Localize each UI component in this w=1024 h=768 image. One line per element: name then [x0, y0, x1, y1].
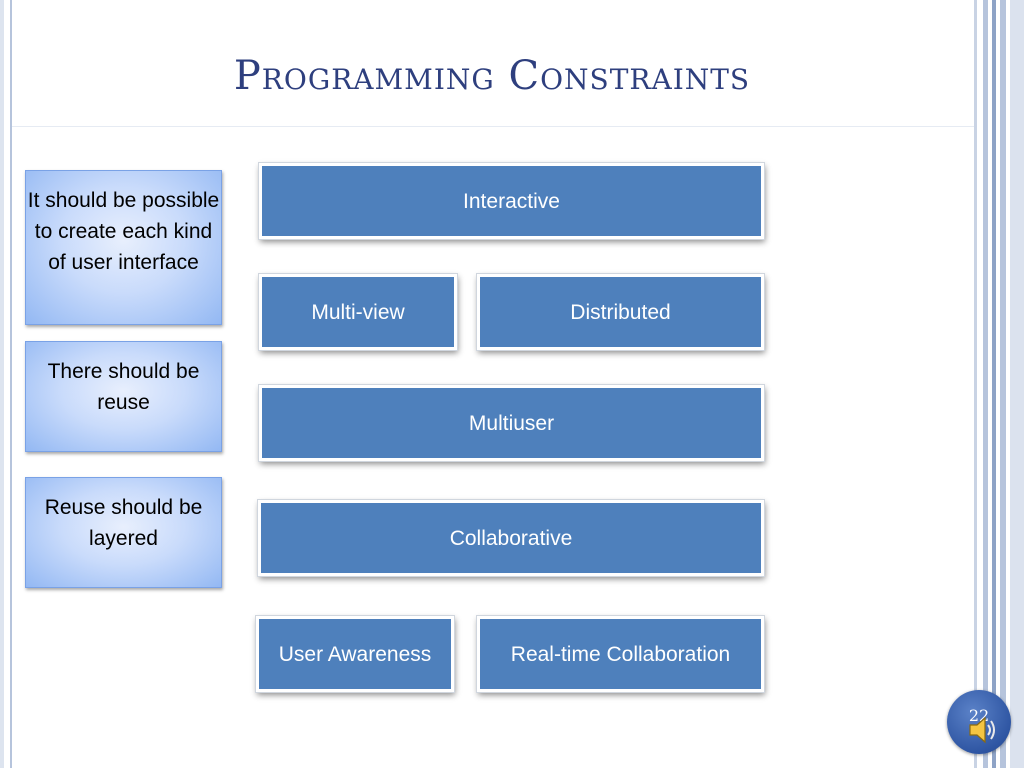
slide-frame-right-stripe — [974, 0, 977, 768]
box-distributed: Distributed — [476, 273, 765, 351]
slide-frame-left-outer — [0, 0, 4, 768]
speaker-icon[interactable] — [966, 713, 1000, 747]
box-realtime-collaboration: Real-time Collaboration — [476, 615, 765, 693]
note-layered-reuse: Reuse should be layered — [25, 477, 222, 588]
slide-frame-right-stripe — [1010, 0, 1024, 768]
box-interactive: Interactive — [258, 162, 765, 240]
box-collaborative: Collaborative — [257, 499, 765, 577]
note-create-each-ui: It should be possible to create each kin… — [25, 170, 222, 325]
note-reuse: There should be reuse — [25, 341, 222, 452]
slide-frame-right-stripe — [983, 0, 988, 768]
slide-frame-left — [10, 0, 12, 768]
box-user-awareness: User Awareness — [255, 615, 455, 693]
box-multi-view: Multi-view — [258, 273, 458, 351]
title-divider — [12, 126, 974, 127]
box-multiuser: Multiuser — [258, 384, 765, 462]
slide-frame-right-stripe — [992, 0, 996, 768]
slide-frame-right-stripe — [1000, 0, 1006, 768]
slide-title: Programming Constraints — [233, 53, 751, 99]
